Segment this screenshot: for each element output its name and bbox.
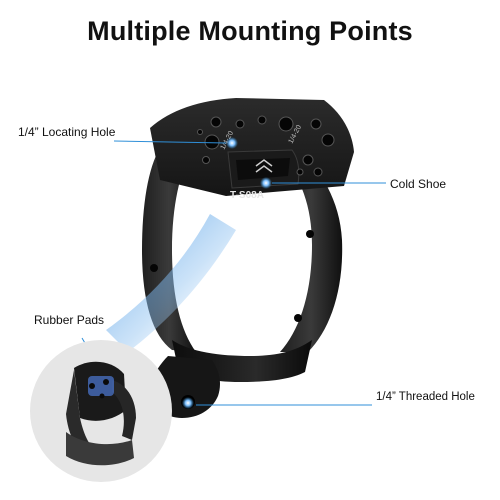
inset-hole-3 — [99, 393, 105, 399]
inset-hole-1 — [89, 383, 95, 389]
cold-shoe-marker — [260, 177, 272, 189]
inset-bracket-front — [112, 380, 136, 440]
chevron-marking — [255, 159, 273, 173]
cold-shoe-slot — [236, 158, 290, 180]
rubber-pads-inset — [30, 340, 172, 482]
side-hole-left — [150, 264, 158, 272]
page-title: Multiple Mounting Points — [87, 16, 413, 46]
rubber-pads-label: Rubber Pads — [34, 313, 105, 327]
side-hole-right — [306, 230, 314, 238]
side-hole-right-lower — [294, 314, 302, 322]
threaded-hole-label: 1/4” Threaded Hole — [376, 391, 475, 403]
inset-hole-2 — [103, 379, 109, 385]
inset-bracket-arm — [66, 370, 100, 458]
locating-hole-line — [113, 140, 227, 144]
bracket-right-arm — [280, 150, 343, 352]
locating-hole-label: 1/4” Locating Hole — [18, 125, 116, 139]
threaded-hole-marker — [182, 397, 194, 409]
top-plate-holes — [197, 115, 335, 177]
locating-hole-marker — [226, 137, 238, 149]
highlight-beam — [106, 214, 236, 352]
inset-bracket-base — [66, 432, 134, 466]
model-label: T-S08A — [230, 190, 264, 201]
cold-shoe-label: Cold Shoe — [390, 177, 447, 191]
inset-illustration — [66, 361, 136, 466]
